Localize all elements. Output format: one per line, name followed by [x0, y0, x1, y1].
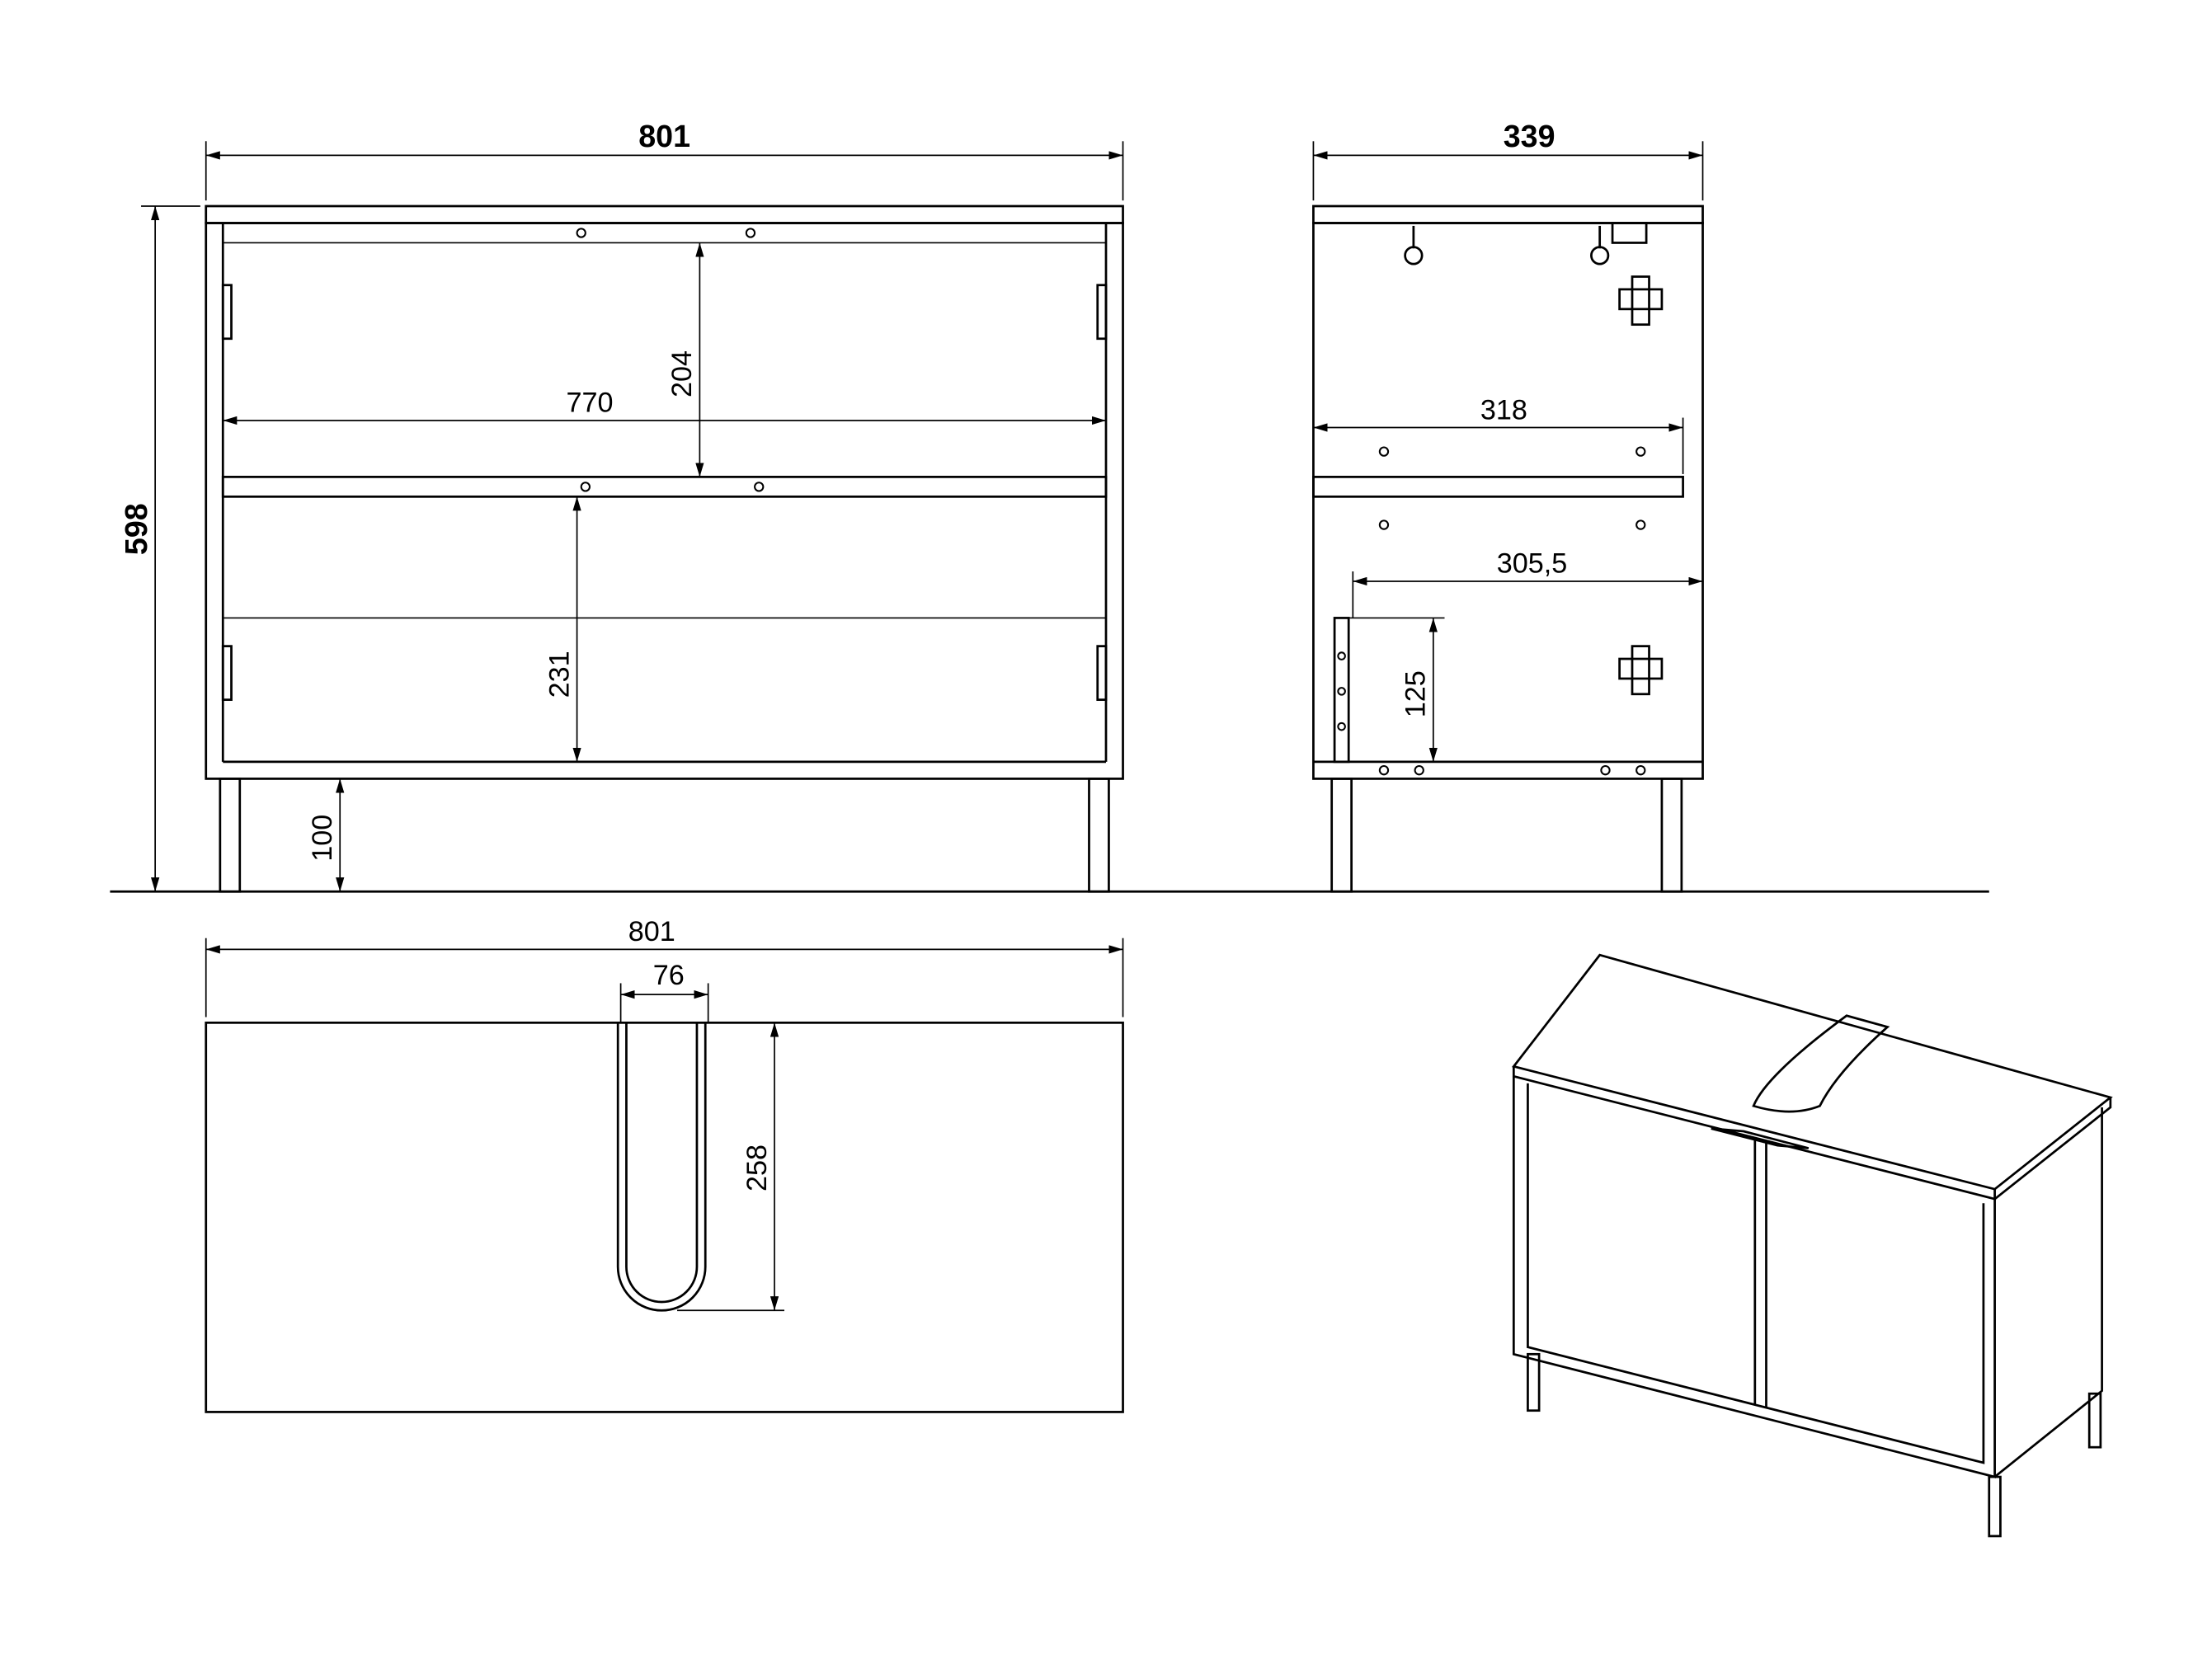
- dim-top-width: 801: [628, 916, 675, 947]
- dim-side-depth: 339: [1504, 119, 1555, 153]
- top-view: [205, 1021, 1124, 1413]
- dim-leg-height: 100: [307, 815, 338, 862]
- dim-back-panel-height: 125: [1400, 670, 1432, 717]
- dim-inner-width: 770: [566, 388, 613, 419]
- dim-lower-height: 231: [544, 651, 575, 698]
- side-view: [1312, 204, 1704, 893]
- dim-shelf-depth: 318: [1480, 394, 1527, 425]
- dim-upper-height: 204: [666, 350, 698, 397]
- dim-overall-height: 598: [119, 503, 153, 555]
- dim-front-width: 801: [638, 119, 690, 153]
- dim-cutout-depth: 258: [741, 1144, 773, 1191]
- dim-cutout-width: 76: [653, 960, 685, 991]
- perspective-view: [1511, 953, 2113, 1538]
- front-view: [205, 204, 1124, 893]
- dim-inner-depth: 305,5: [1497, 548, 1568, 580]
